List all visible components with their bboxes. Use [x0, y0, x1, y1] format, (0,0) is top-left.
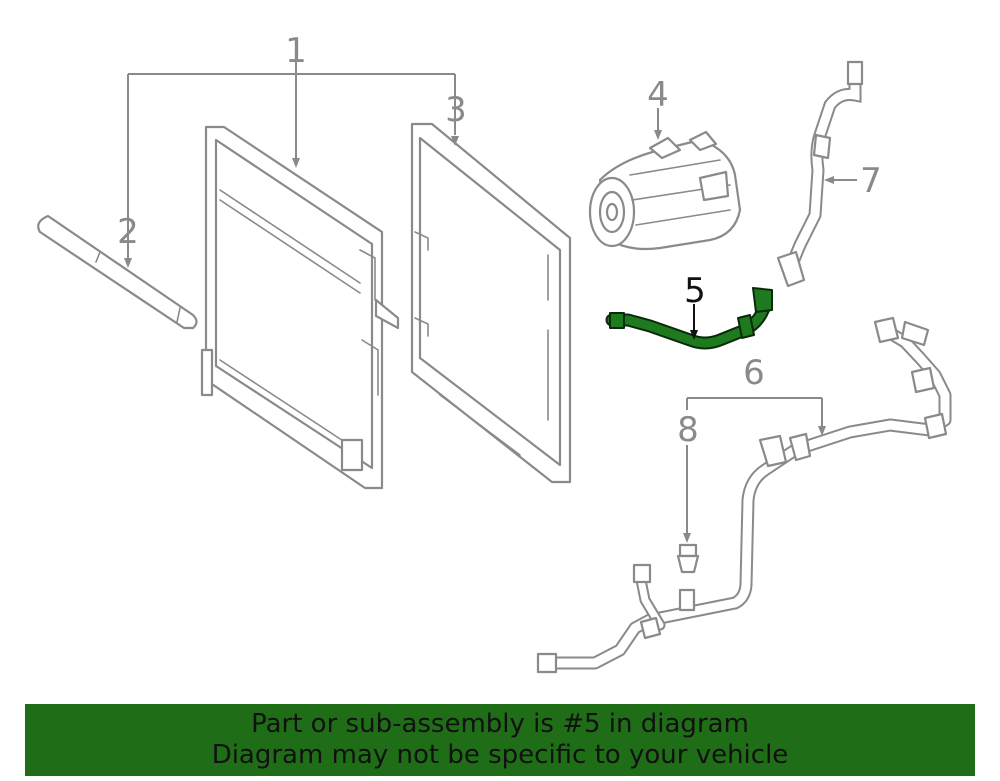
part-2-receiver-drier[interactable] — [37, 214, 198, 330]
banner-line-2: Diagram may not be specific to your vehi… — [211, 740, 789, 770]
part-8-pressure-switch[interactable] — [676, 543, 700, 574]
part-1-condenser[interactable] — [200, 125, 400, 490]
banner-line-1: Part or sub-assembly is #5 in diagram — [251, 709, 749, 739]
parts-diagram: 1 2 3 4 5 6 7 8 — [37, 31, 952, 674]
callout-6: 6 — [743, 353, 765, 393]
callout-8: 8 — [677, 410, 699, 450]
part-3-frame[interactable] — [410, 122, 572, 484]
part-5-discharge-hose[interactable] — [605, 287, 773, 350]
callout-7: 7 — [860, 161, 882, 201]
callout-4: 4 — [647, 75, 669, 115]
info-banner: Part or sub-assembly is #5 in diagram Di… — [25, 704, 975, 776]
callout-1: 1 — [285, 31, 307, 71]
leader-lines — [127, 62, 857, 535]
callout-3: 3 — [445, 90, 467, 130]
part-7-hose[interactable] — [776, 60, 864, 288]
part-6-pressure-line[interactable] — [536, 316, 952, 674]
callout-5: 5 — [684, 271, 706, 311]
leader-arrowheads — [124, 130, 834, 543]
callout-2: 2 — [117, 212, 139, 252]
part-4-compressor[interactable] — [588, 130, 742, 251]
